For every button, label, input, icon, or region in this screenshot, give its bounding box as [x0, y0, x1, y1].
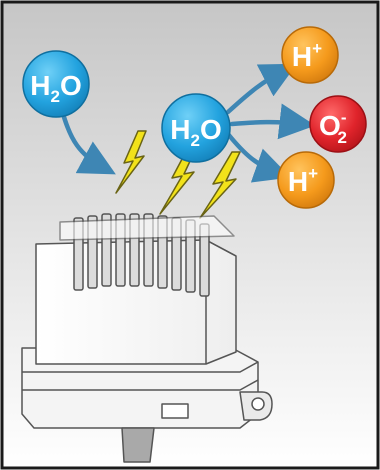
oxygen-ion: O-2 — [309, 95, 367, 153]
water-left-sub: 2 — [50, 87, 59, 106]
curved-arrow-icon — [225, 131, 291, 183]
water-molecule-left: H2O — [22, 50, 90, 118]
proton-bottom-label: H — [288, 166, 308, 197]
oxygen-sub: 2 — [337, 128, 346, 147]
svg-text:H2O: H2O — [170, 114, 221, 150]
svg-text:H+: H+ — [292, 39, 322, 72]
proton-bottom-sup: + — [308, 164, 318, 183]
lightning-bolt-icon — [115, 130, 147, 194]
svg-text:H+: H+ — [288, 164, 318, 197]
proton-top-label: H — [292, 41, 312, 72]
proton-bottom: H+ — [277, 151, 335, 209]
water-center-label: H — [170, 114, 190, 145]
water-molecule-center: H2O — [161, 93, 231, 163]
water-center-sub: 2 — [190, 131, 199, 150]
water-left-tail: O — [60, 70, 82, 101]
curved-arrow-icon — [59, 107, 116, 175]
electrolysis-device-icon — [21, 213, 273, 463]
curved-arrow-icon — [225, 63, 297, 115]
water-center-tail: O — [200, 114, 222, 145]
oxygen-sup: - — [341, 108, 347, 127]
oxygen-label: O — [319, 110, 341, 141]
curved-arrow-icon — [229, 103, 316, 140]
water-left-label: H — [30, 70, 50, 101]
svg-text:O-2: O-2 — [319, 108, 347, 147]
svg-text:H2O: H2O — [30, 70, 81, 106]
lightning-bolt-icon — [199, 151, 241, 219]
reaction-arrows — [59, 63, 316, 183]
proton-top-sup: + — [312, 39, 322, 58]
proton-top: H+ — [281, 26, 339, 84]
